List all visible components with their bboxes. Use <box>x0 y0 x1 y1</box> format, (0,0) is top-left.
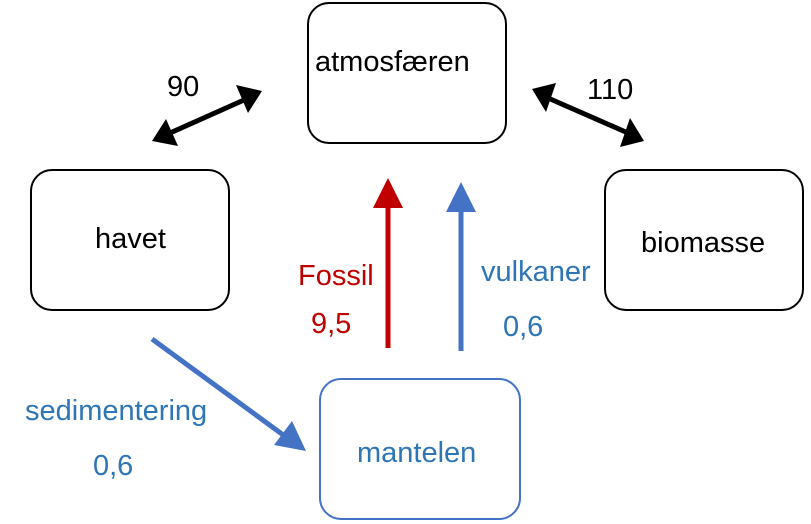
volcano-arrow <box>446 182 476 351</box>
sediment-value: 0,6 <box>93 450 134 482</box>
ocean-node <box>30 169 230 311</box>
fossil-arrow <box>373 178 403 348</box>
mantle-node <box>319 378 521 520</box>
volcano-value: 0,6 <box>503 311 544 343</box>
fossil-label: Fossil <box>298 260 374 292</box>
volcano-label: vulkaner <box>481 256 591 288</box>
sediment-label: sedimentering <box>25 395 208 427</box>
biomass-node <box>604 169 804 311</box>
sediment-arrow <box>150 336 306 451</box>
ocean-atmosphere-double-arrow <box>152 85 262 146</box>
atmosphere-label: atmosfæren <box>315 46 470 78</box>
atmosphere-biomass-double-arrow <box>532 83 644 147</box>
atmosphere-node <box>307 2 507 144</box>
biomass-label: biomasse <box>641 227 766 259</box>
ocean-label: havet <box>95 223 166 255</box>
atmosphere-biomass-value: 110 <box>587 74 634 106</box>
fossil-value: 9,5 <box>311 308 352 340</box>
mantle-label: mantelen <box>357 437 477 469</box>
ocean-atmosphere-value: 90 <box>167 71 200 103</box>
